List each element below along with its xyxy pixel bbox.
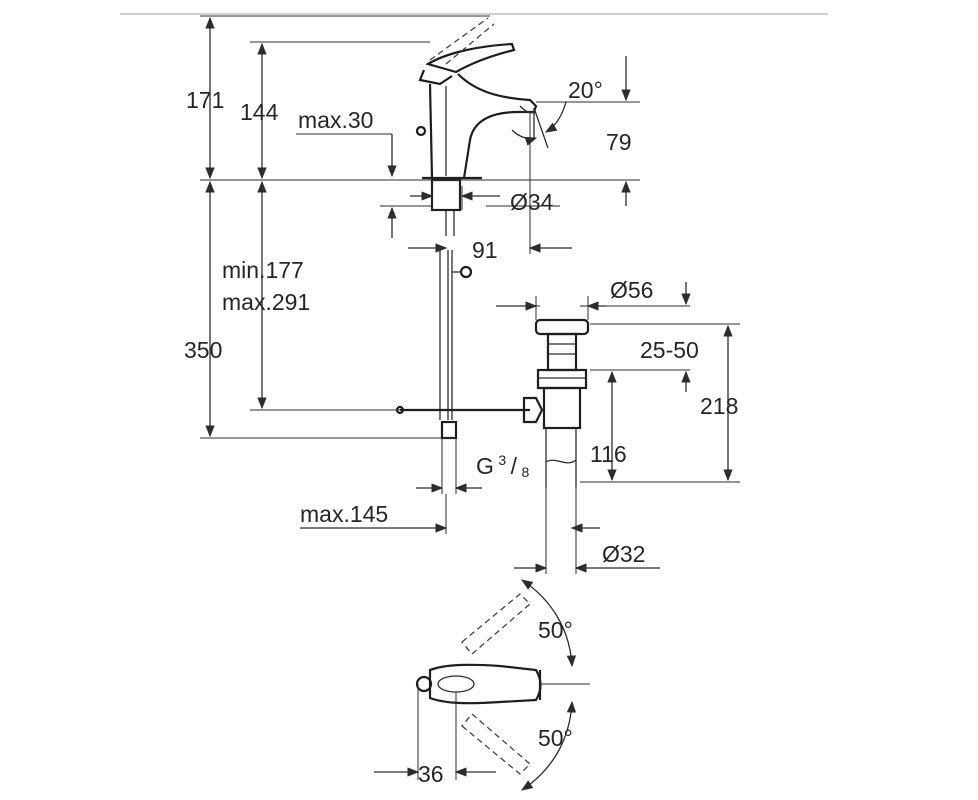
label-25-50: 25-50 [640, 337, 699, 363]
label-max30: max.30 [298, 107, 373, 133]
label-144: 144 [240, 99, 279, 125]
thread-slash: / [511, 453, 518, 479]
label-max291: max.291 [222, 289, 310, 315]
label-79: 79 [606, 129, 632, 155]
dimension-labels: 171 144 max.30 20° 79 Ø34 91 min.177 max… [184, 77, 738, 787]
thread-numerator: 3 [498, 452, 506, 468]
label-thread-g38: G 3 / 8 [476, 452, 529, 480]
thread-g: G [476, 453, 494, 479]
horizontal-dimensions [300, 112, 660, 574]
reference-lines [200, 15, 740, 483]
label-dia34: Ø34 [510, 189, 554, 215]
label-dia32: Ø32 [602, 541, 645, 567]
label-dia56: Ø56 [610, 277, 653, 303]
label-171: 171 [186, 87, 224, 113]
label-350: 350 [184, 337, 222, 363]
label-36: 36 [418, 761, 444, 787]
waste-fitting [534, 318, 590, 488]
label-max145: max.145 [300, 501, 388, 527]
label-91: 91 [472, 237, 498, 263]
label-min177: min.177 [222, 257, 304, 283]
label-angle-20: 20° [568, 77, 603, 103]
label-angle-50-bottom: 50° [538, 725, 573, 751]
faucet-side-view [395, 17, 544, 440]
label-218: 218 [700, 393, 738, 419]
thread-denominator: 8 [521, 464, 529, 480]
vertical-dimensions [205, 16, 733, 482]
faucet-top-view [374, 579, 590, 791]
label-angle-50-top: 50° [538, 617, 573, 643]
label-116: 116 [590, 441, 627, 467]
spout-angle [511, 101, 567, 149]
